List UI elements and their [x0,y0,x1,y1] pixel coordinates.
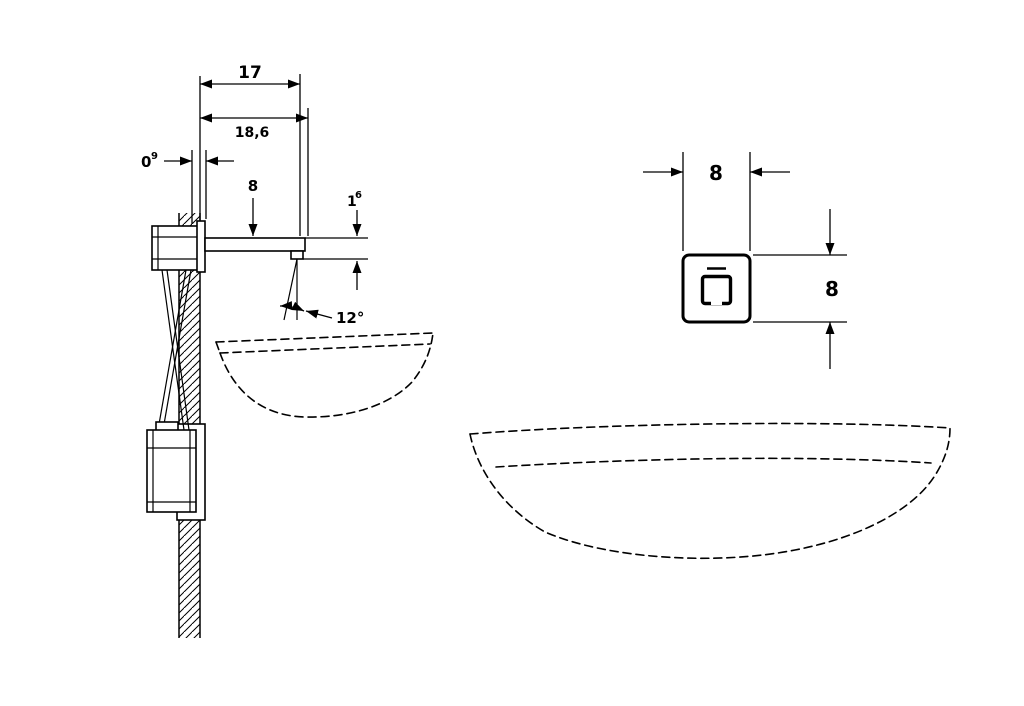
dim-label-spray-angle: 12° [336,309,364,327]
supply-hoses [157,269,192,431]
front-view: 8 8 [469,152,951,560]
spray-line-tilted [283,258,298,321]
dimension-projection: 17 [199,63,301,236]
dim-label-outlet: 1 [347,194,357,210]
dimension-spout-drop: 8 [248,177,258,236]
dimension-total: 18,6 [200,108,309,236]
basin-outline-front [469,422,951,560]
wall-hatch-lower [179,520,200,638]
dimension-plate-height: 8 [753,209,847,369]
dim-label-wall-finish-sup: 9 [151,151,158,162]
aerator [290,250,304,260]
faceplate-front [681,253,752,324]
spray-angle: 12° [279,258,364,327]
dim-label-total: 18,6 [235,125,270,141]
angle-leader [305,309,333,319]
mounting-box [151,225,203,271]
dim-label-projection: 17 [238,63,262,83]
dim-label-plate-width: 8 [709,161,723,185]
function-box [146,421,197,513]
dimension-wall-finish: 0 9 [141,150,234,224]
dimension-outlet: 1 6 [303,190,368,290]
spout [204,237,306,252]
dim-label-wall-finish: 0 [141,153,151,171]
side-view: 12° 17 18,6 0 9 [141,63,434,638]
dim-label-outlet-sup: 6 [355,190,362,201]
basin-rim-inner [495,457,932,468]
dim-label-spout-drop: 8 [248,177,258,195]
sensor-notch [711,298,722,305]
angle-arc [279,301,305,312]
function-box-body [146,429,197,513]
basin-outline-side [215,332,434,418]
faceplate-section [196,220,206,273]
tap-assembly [151,220,306,273]
dimension-plate-width: 8 [643,152,790,251]
basin-bowl [469,427,951,560]
dim-label-plate-height: 8 [825,277,839,301]
basin-rim-outer [469,422,951,435]
